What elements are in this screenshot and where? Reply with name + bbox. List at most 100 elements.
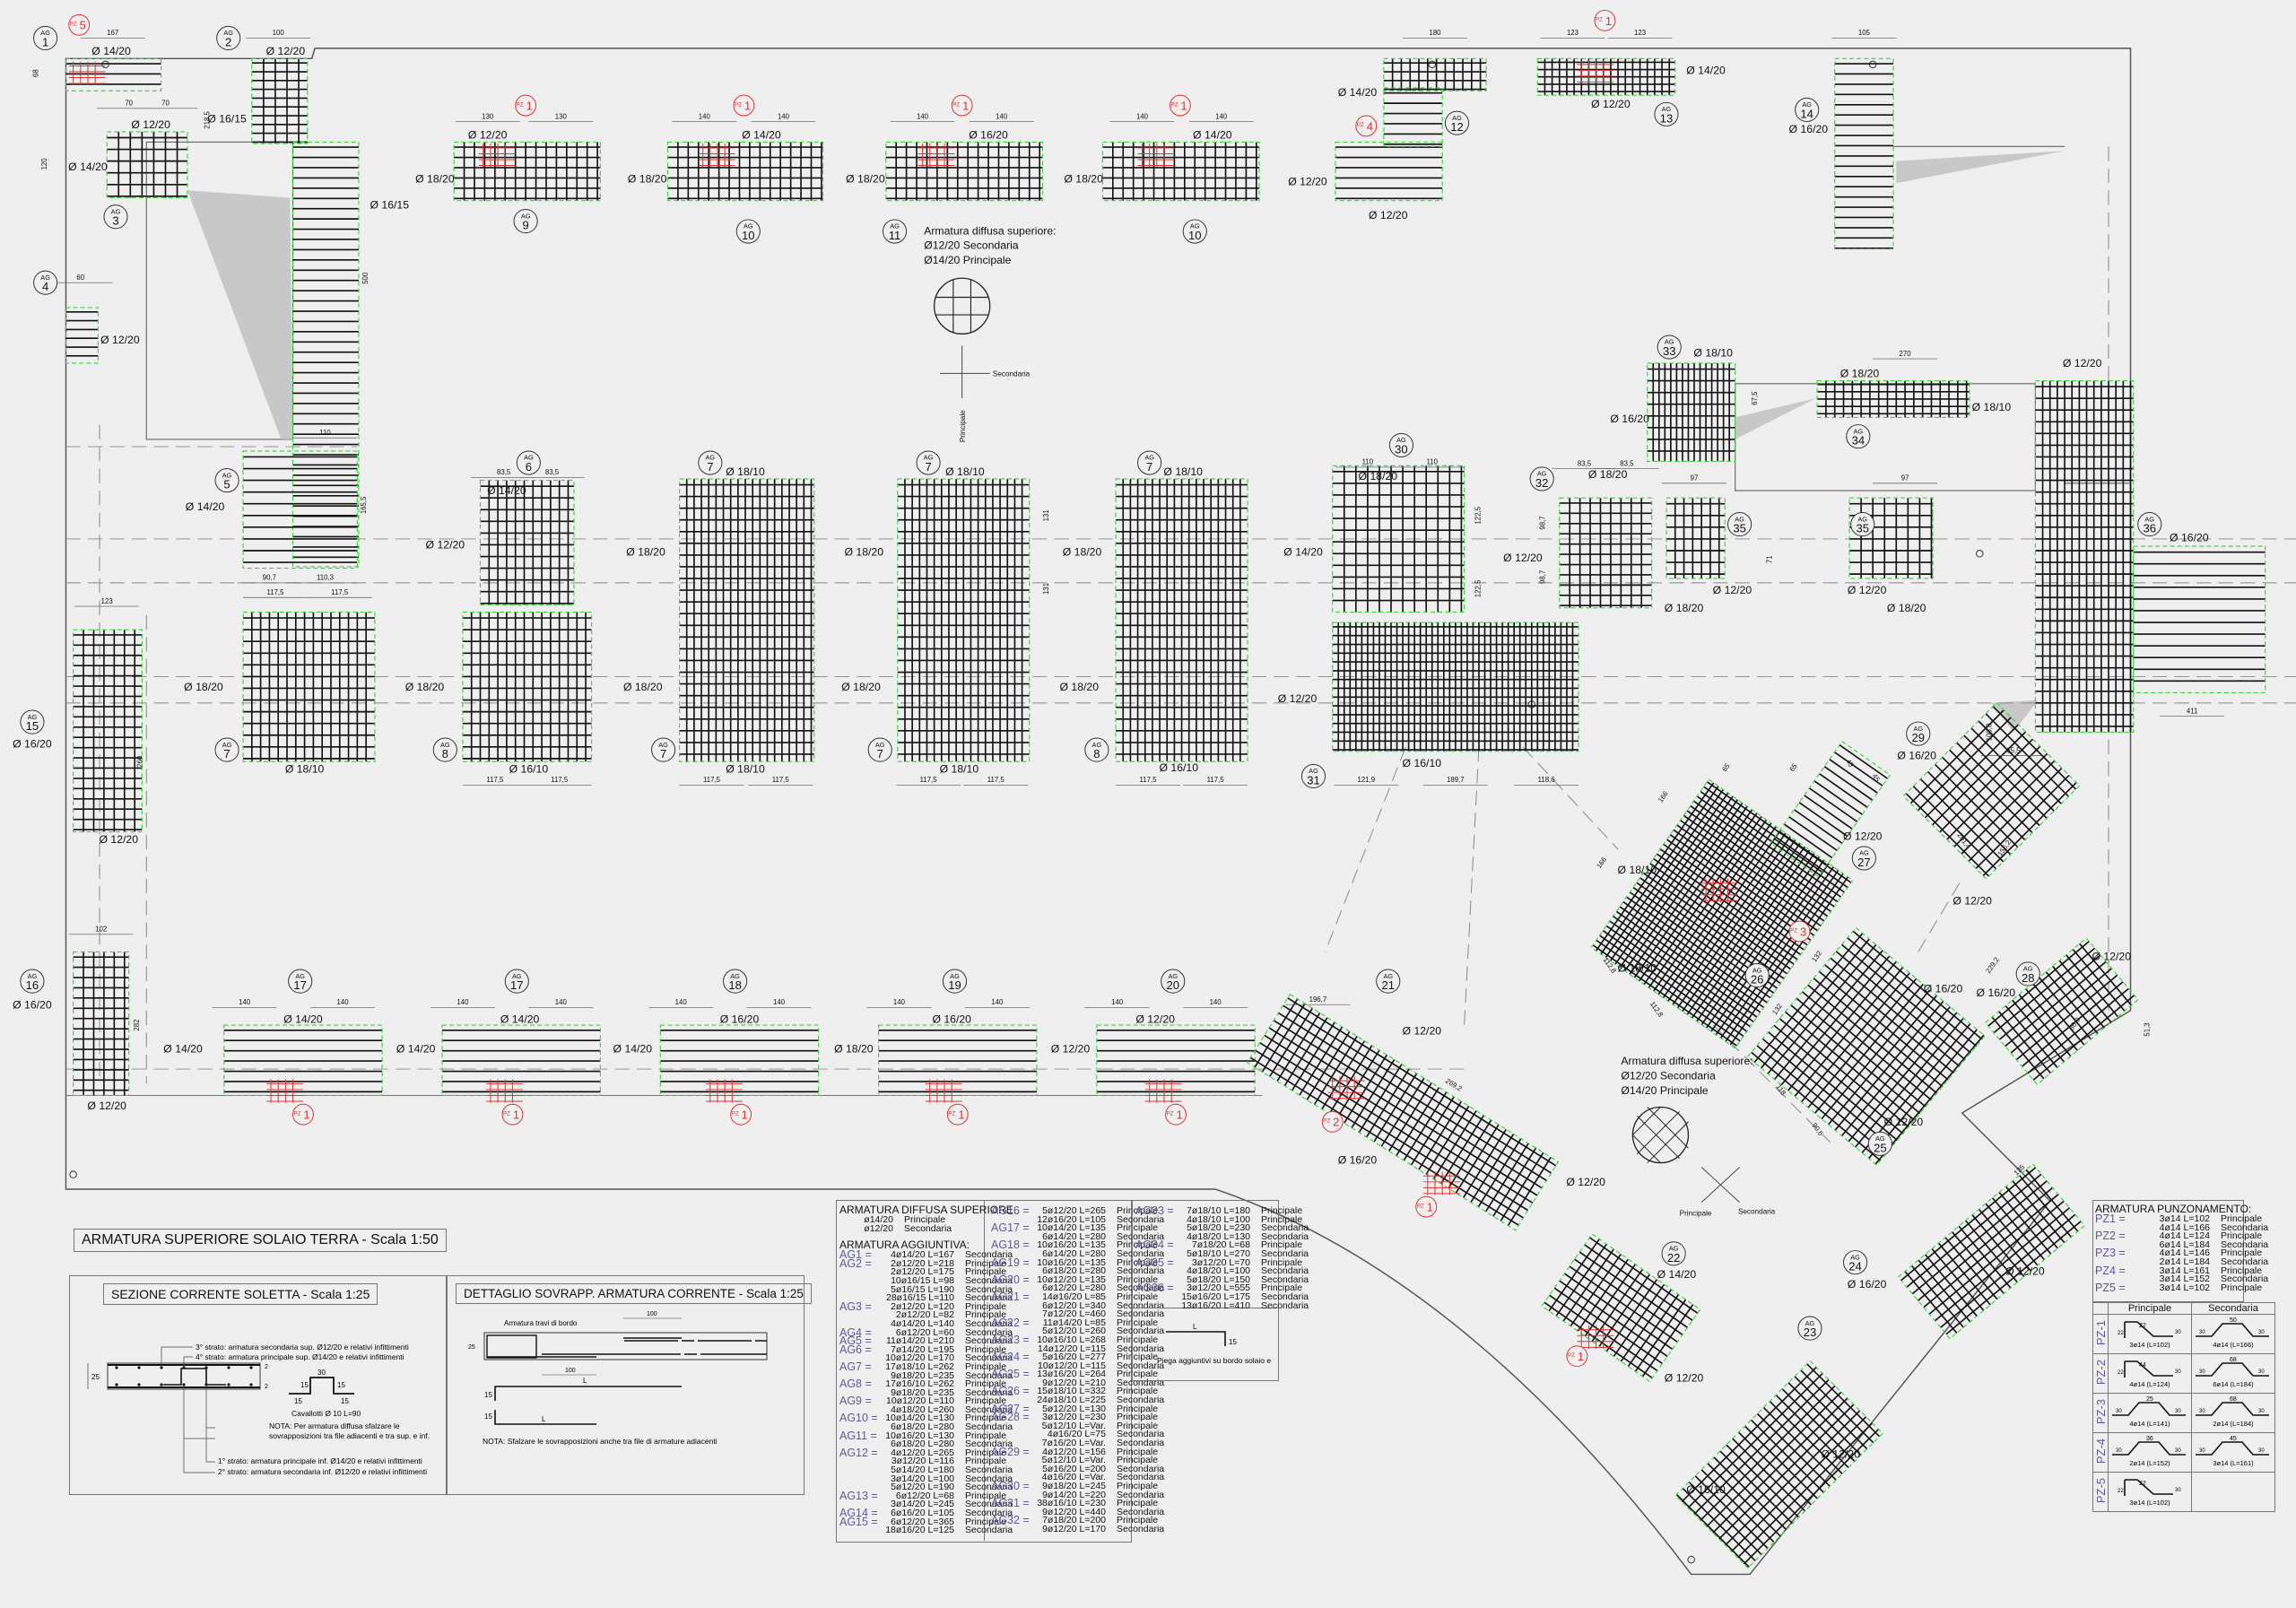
pz-tag-prefix: PZ [1790, 927, 1797, 934]
bar-type: Principale [965, 1395, 1007, 1407]
bar-spec: 18ø16/20 L=125 [885, 1525, 954, 1536]
ag-tag-prefix: AG [924, 454, 934, 462]
ag-tag-number: 7 [877, 747, 883, 761]
dimension-label: 117,5 [703, 776, 721, 784]
ag-tag-prefix: AG [1396, 436, 1406, 444]
hook-height-1: 15 [484, 1391, 492, 1399]
bar-spec: 38ø16/10 L=230 [1037, 1498, 1106, 1509]
ag-tag-number: 2 [225, 35, 231, 48]
bar-spec: 6ø18/20 L=280 [891, 1439, 954, 1450]
bar-type: Principale [965, 1516, 1007, 1527]
pz-tag-number: 1 [744, 99, 751, 112]
ag-tag: AG13 [1654, 101, 1679, 126]
bar-spec: 17ø18/10 L=262 [885, 1360, 954, 1372]
dimension-label: 260 [135, 755, 144, 768]
bar-callout: Ø 16/20 [1610, 413, 1649, 425]
ag-tag-number: 21 [1381, 978, 1395, 992]
ag-tag-prefix: AG [1452, 114, 1462, 122]
dimension-label: 117,5 [772, 776, 790, 784]
bar-callout: Ø 18/20 [1887, 602, 1926, 614]
bar-spec: 5ø16/15 L=190 [891, 1283, 954, 1295]
bar-callout: Ø 14/20 [1193, 128, 1232, 141]
layer4-label: 4° strato: armatura principale sup. Ø14/… [196, 1352, 404, 1361]
ag-tag-prefix: AG [1859, 849, 1869, 857]
dimension-label: 140 [1215, 112, 1228, 120]
ag-tag-number: 7 [707, 460, 713, 474]
section-thickness: 25 [91, 1373, 100, 1381]
pz-tag-number: 5 [80, 19, 86, 32]
bar-spec: 6ø16/20 L=105 [891, 1508, 954, 1518]
pz-tag-number: 1 [958, 1108, 964, 1122]
dimension-label: 140 [991, 998, 1004, 1006]
ag-label: AG22 = [991, 1316, 1030, 1329]
ag-tag-prefix: AG [730, 972, 740, 980]
bar-spec: 9ø12/20 L=170 [1042, 1523, 1106, 1534]
dimension-label: 165,5 [360, 496, 368, 514]
bar-type: Secondaria [965, 1473, 1013, 1484]
dimension-label: 110,3 [317, 574, 335, 582]
bar-spec: 4ø14 L=166 [2159, 1221, 2210, 1233]
col-principale: Principale [2108, 1302, 2192, 1315]
ag-label: AG26 = [991, 1385, 1030, 1398]
bar-spec: 4ø14 L=146 [2159, 1247, 2210, 1259]
ag-tag: AG33 [1657, 335, 1682, 360]
ag-label: AG28 = [991, 1411, 1030, 1424]
bar-callout: Ø 16/20 [720, 1013, 760, 1026]
pz-tag-prefix: PZ [1171, 101, 1178, 108]
punching-rebar [1422, 1171, 1460, 1195]
bar-callout: Ø 18/10 [726, 762, 765, 775]
bend-shape: 50 30 30 4ø14 (L=166) [2196, 1317, 2269, 1349]
bar-spec: ø12/20 [864, 1222, 893, 1234]
piega-diagram: L 15 Piega aggiuntivi su bordo solaio e … [1157, 1323, 1274, 1365]
table-row: 5ø12/10 L=Var.Principale [991, 1456, 1170, 1465]
bar-type: Principale [2221, 1230, 2263, 1242]
ag-tag-number: 4 [42, 280, 48, 293]
bar-type: Principale [2221, 1265, 2263, 1276]
ag-label [1135, 1293, 1170, 1302]
ag-tag-prefix: AG [295, 972, 305, 980]
bar-spec: 4ø18/20 L=260 [891, 1404, 954, 1415]
dimension-label: 140 [457, 998, 469, 1006]
bar-spec: 14ø16/20 L=85 [1042, 1291, 1106, 1302]
bar-type: Secondaria [965, 1283, 1013, 1295]
bar-type: Principale [1117, 1273, 1159, 1285]
bar-callout: Ø 12/20 [1665, 1372, 1704, 1385]
ag-tag: AG16 [20, 969, 45, 994]
bend-shape: 68 30 30 6ø14 (L=184) [2196, 1357, 2269, 1388]
shape-row-label: PZ-3 [2093, 1398, 2108, 1425]
bar-callout: Ø 12/20 [99, 833, 138, 846]
dimension-label: 117,5 [331, 588, 349, 596]
ag-tag-number: 5 [223, 478, 230, 491]
bar-callout: Ø 16/10 [1403, 757, 1442, 769]
bar-type: Secondaria [1117, 1213, 1165, 1225]
ag-tag-number: 11 [889, 229, 901, 242]
bar-spec: 2ø12/20 L=120 [891, 1300, 954, 1312]
bar-type: Secondaria [1261, 1273, 1309, 1285]
ag-tag-number: 35 [1733, 522, 1746, 535]
bar-callout: Ø 18/10 [945, 465, 985, 478]
bar-spec: 11ø14/20 L=85 [1042, 1317, 1106, 1328]
pz-tag-prefix: PZ [517, 101, 524, 108]
ag-label: AG8 = [839, 1378, 872, 1391]
dimension-label: 121,9 [1357, 776, 1375, 784]
ag-label: AG11 = [839, 1429, 877, 1442]
dimension-label: 140 [337, 998, 350, 1006]
ag-tag: AG1 [33, 25, 58, 51]
ag-tag-prefix: AG [440, 741, 450, 749]
bar-spec: 5ø12/10 L=Var. [1041, 1420, 1106, 1431]
pz-tag-prefix: PZ [294, 1111, 301, 1117]
